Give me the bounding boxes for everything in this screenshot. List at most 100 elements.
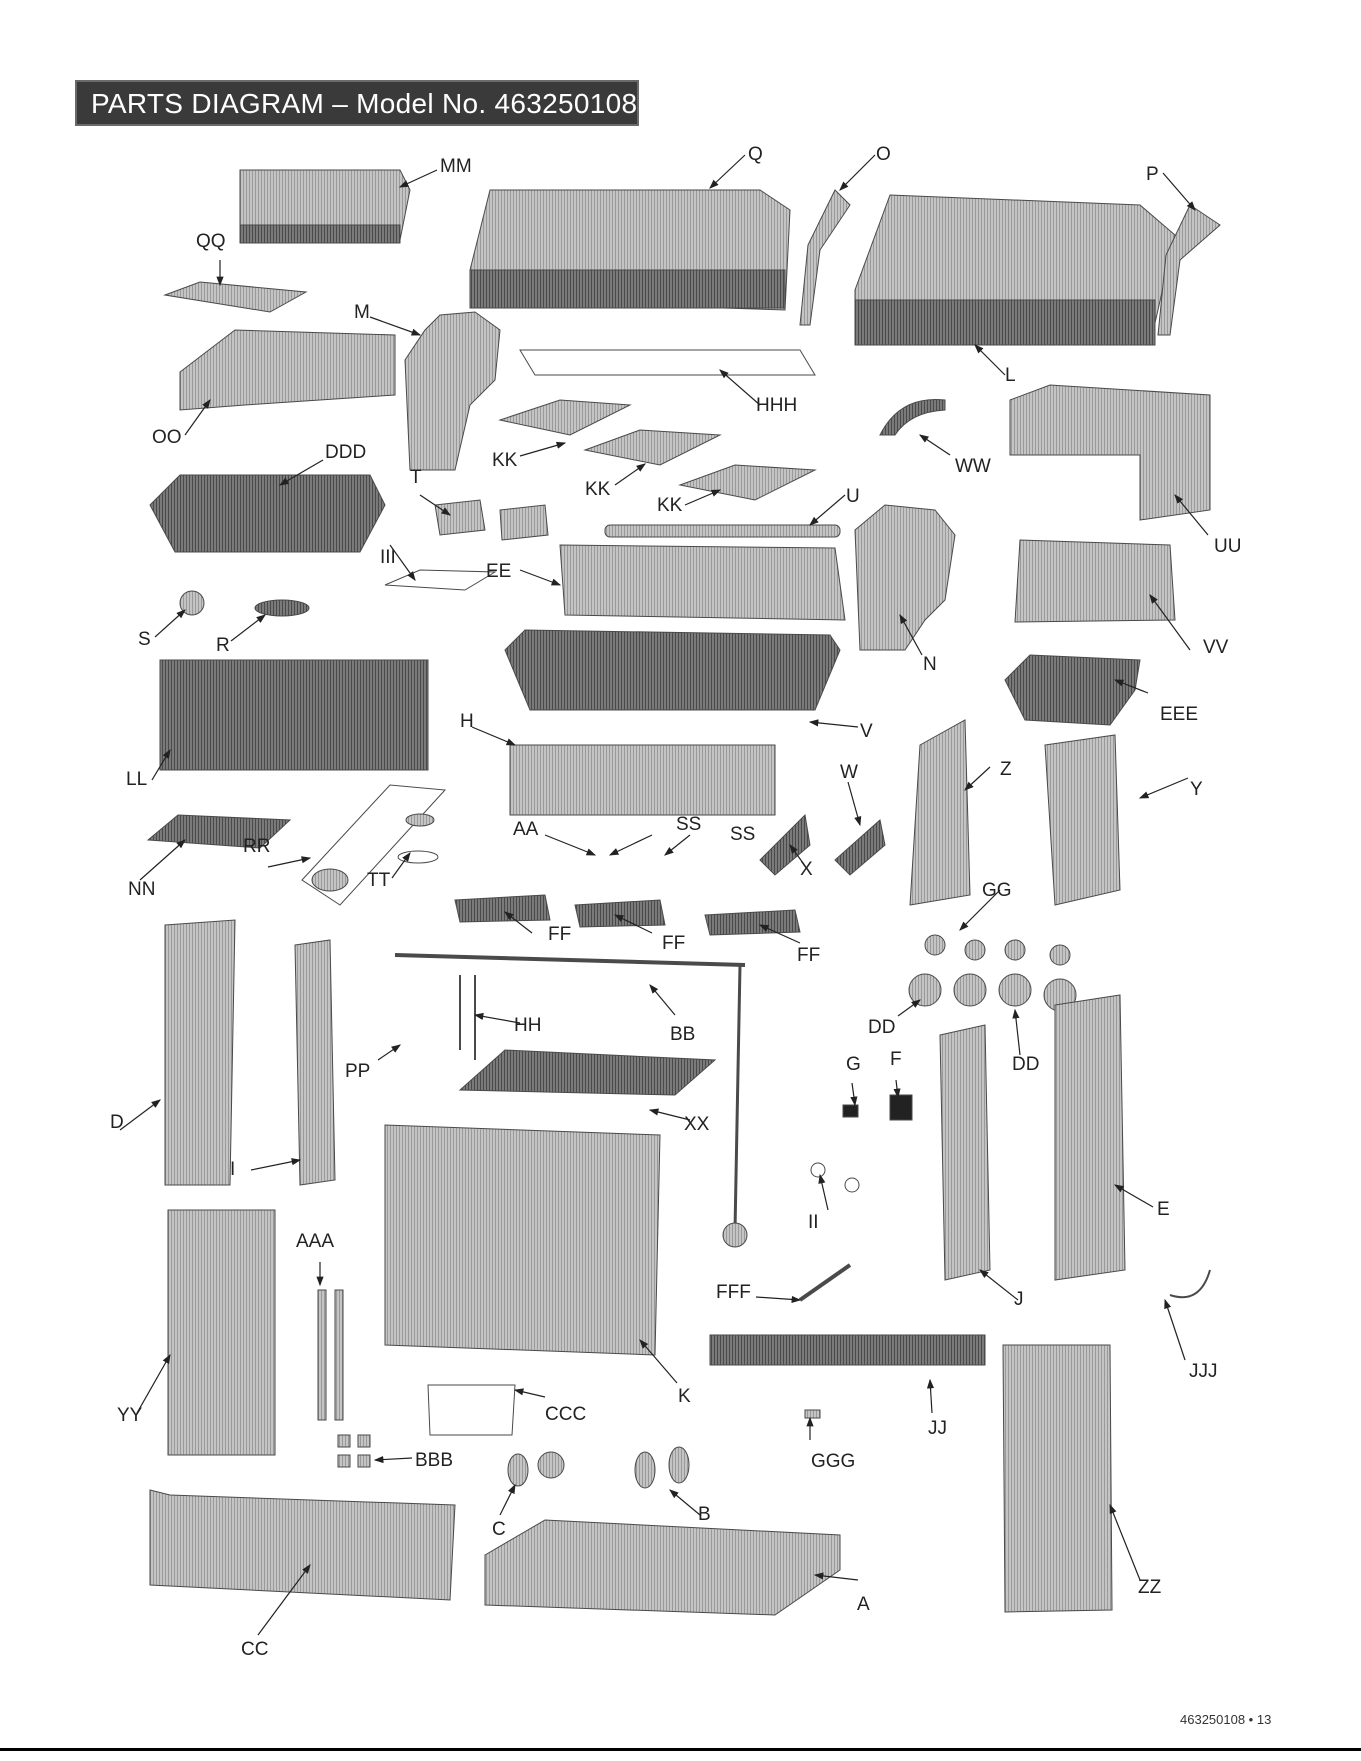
label-gg: GG	[982, 881, 1012, 900]
part-bbb-4	[358, 1455, 370, 1467]
label-fff: FFF	[716, 1283, 751, 1302]
label-dd-1: DD	[868, 1018, 895, 1037]
part-k	[385, 1125, 660, 1355]
part-rr-burner	[312, 869, 348, 891]
label-mm: MM	[440, 157, 472, 176]
label-kk-2: KK	[585, 480, 610, 499]
part-oo	[180, 330, 395, 410]
part-t-1	[435, 500, 485, 535]
part-p	[1158, 205, 1220, 335]
label-ll: LL	[126, 770, 147, 789]
part-ii-2	[845, 1178, 859, 1192]
part-aaa-2	[335, 1290, 343, 1420]
label-ccc: CCC	[545, 1405, 586, 1424]
part-c-2	[538, 1452, 564, 1478]
label-ddd: DDD	[325, 443, 366, 462]
label-rr: RR	[243, 837, 270, 856]
part-bbb-1	[338, 1435, 350, 1447]
part-gg-1	[925, 935, 945, 955]
part-iii	[385, 570, 495, 590]
part-r	[255, 600, 309, 616]
label-yy: YY	[117, 1406, 142, 1425]
label-t: T	[410, 468, 422, 487]
part-i	[295, 940, 335, 1185]
part-bbb-2	[358, 1435, 370, 1447]
label-o: O	[876, 145, 891, 164]
label-s: S	[138, 630, 151, 649]
label-ff-2: FF	[662, 934, 685, 953]
label-bbb: BBB	[415, 1451, 453, 1470]
part-q-front	[470, 270, 785, 308]
label-g: G	[846, 1055, 861, 1074]
part-ll	[160, 660, 428, 770]
part-yy	[168, 1210, 275, 1455]
part-w	[835, 820, 885, 875]
label-hh: HH	[514, 1016, 541, 1035]
label-q: Q	[748, 145, 763, 164]
bottom-rule	[0, 1748, 1361, 1751]
part-d	[165, 920, 235, 1185]
part-dd-3	[999, 974, 1031, 1006]
label-aa: AA	[513, 820, 538, 839]
label-zz: ZZ	[1138, 1578, 1161, 1597]
label-xx: XX	[684, 1115, 709, 1134]
label-pp: PP	[345, 1062, 370, 1081]
label-z: Z	[1000, 760, 1012, 779]
label-oo: OO	[152, 428, 182, 447]
label-w: W	[840, 763, 858, 782]
label-dd-2: DD	[1012, 1055, 1039, 1074]
part-ddd	[150, 475, 385, 552]
part-n	[855, 505, 955, 650]
part-vv	[1015, 540, 1175, 622]
label-r: R	[216, 636, 230, 655]
label-ss-2: SS	[730, 825, 755, 844]
label-ww: WW	[955, 457, 991, 476]
part-hose	[735, 965, 740, 1230]
label-tt: TT	[367, 871, 390, 890]
label-n: N	[923, 655, 937, 674]
part-kk-1	[500, 400, 630, 435]
label-eee: EEE	[1160, 705, 1198, 724]
label-ss-1: SS	[676, 815, 701, 834]
part-eee	[1005, 655, 1140, 725]
part-ff-3	[705, 910, 800, 935]
part-xx	[460, 1050, 715, 1095]
label-ii: II	[808, 1213, 819, 1232]
part-y	[1045, 735, 1120, 905]
part-fff	[800, 1265, 850, 1300]
part-t-2	[500, 505, 548, 540]
part-u	[605, 525, 840, 537]
part-jj	[710, 1335, 985, 1365]
label-m: M	[354, 303, 370, 322]
part-ee	[560, 545, 845, 620]
label-u: U	[846, 487, 860, 506]
label-kk-1: KK	[492, 451, 517, 470]
part-v	[505, 630, 840, 710]
part-bbb-3	[338, 1455, 350, 1467]
label-ee: EE	[486, 562, 511, 581]
label-vv: VV	[1203, 638, 1228, 657]
part-ii-1	[811, 1163, 825, 1177]
label-d: D	[110, 1113, 124, 1132]
label-aaa: AAA	[296, 1232, 334, 1251]
part-zz	[1003, 1345, 1112, 1612]
label-jjj: JJJ	[1189, 1362, 1218, 1381]
label-h: H	[460, 712, 474, 731]
part-gg-4	[1050, 945, 1070, 965]
part-ww	[880, 399, 945, 435]
part-jjj	[1170, 1270, 1210, 1297]
part-z	[910, 720, 970, 905]
label-k: K	[678, 1387, 691, 1406]
part-a	[485, 1520, 840, 1615]
label-ff-1: FF	[548, 925, 571, 944]
part-b-2	[669, 1447, 689, 1483]
label-l: L	[1005, 366, 1016, 385]
page-footer: 463250108 • 13	[1180, 1712, 1271, 1727]
label-ggg: GGG	[811, 1452, 855, 1471]
part-h	[510, 745, 775, 815]
label-kk-3: KK	[657, 496, 682, 515]
part-e	[1055, 995, 1125, 1280]
part-rr-cap	[406, 814, 434, 826]
